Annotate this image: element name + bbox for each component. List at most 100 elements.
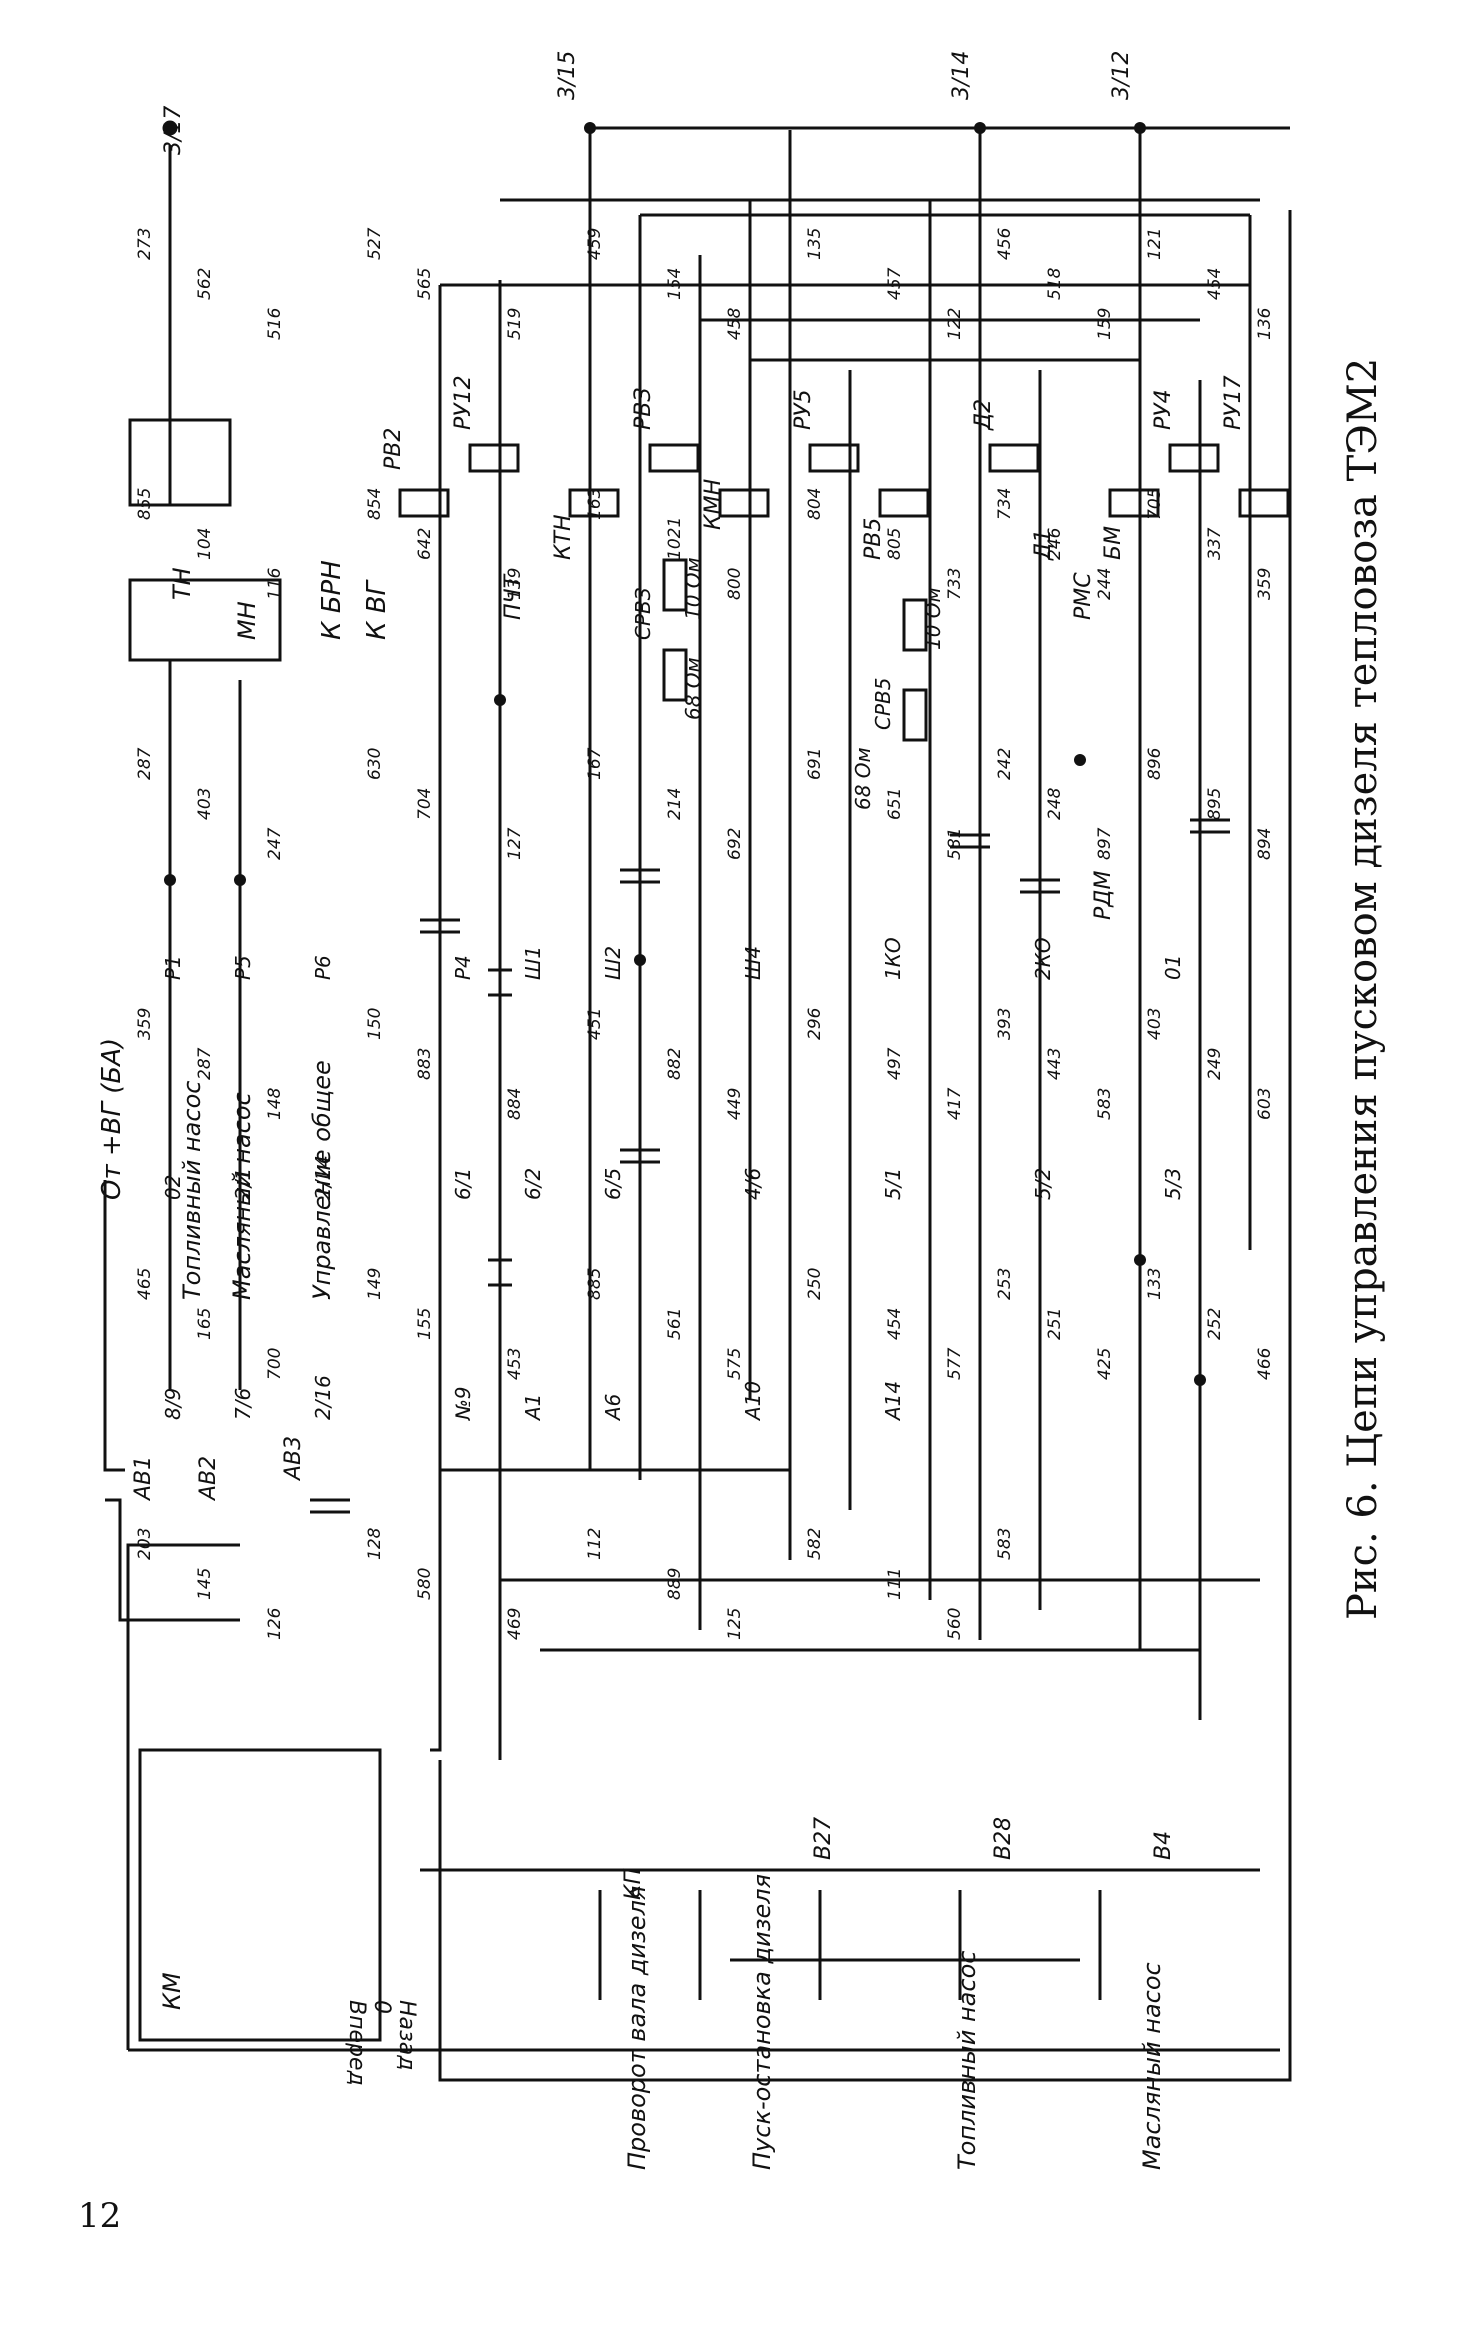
wire-label: 704 — [415, 788, 435, 820]
wire-label: 250 — [805, 1268, 825, 1300]
connector-label: 1КО — [881, 937, 905, 980]
wire-label: 705 — [1145, 488, 1165, 520]
connector-label: А10 — [741, 1381, 765, 1422]
connector-label: А6 — [601, 1394, 625, 1422]
oil-pump-motor: МН — [233, 601, 261, 640]
wire-label: 133 — [1145, 1268, 1165, 1300]
wire-label: 273 — [135, 228, 155, 260]
wire-label: 128 — [365, 1527, 385, 1560]
contact-pcht: ПЧТ — [501, 573, 526, 620]
km-label: КМ — [158, 1972, 186, 2010]
wire-label: 561 — [665, 1308, 685, 1340]
to-brn-label: К БРН — [317, 560, 347, 640]
connector-label: 5/2 — [1031, 1168, 1055, 1200]
connector-label: 01 — [1161, 955, 1185, 980]
wire-label: 111 — [885, 1568, 905, 1600]
km-back-label: Назад — [394, 2000, 419, 2070]
wire-label: 583 — [995, 1528, 1015, 1560]
wire-label: 456 — [995, 227, 1015, 260]
connector-label: Р4 — [451, 955, 475, 980]
wire-label: 127 — [505, 827, 525, 860]
wire-label: 139 — [505, 568, 525, 600]
wire-label: 242 — [995, 748, 1015, 780]
wire-label: 451 — [585, 1008, 605, 1040]
wire-label: 248 — [1045, 787, 1065, 820]
coil-d2: Д2 — [971, 399, 996, 431]
wire-label: 165 — [195, 1308, 215, 1340]
wire-label: 651 — [885, 788, 905, 820]
switch-start-stop-label: Пуск-остановка дизеля — [748, 1874, 776, 2170]
wire-label: 393 — [995, 1008, 1015, 1040]
switch-oil-label: Масляный насос — [1138, 1962, 1166, 2170]
wire-label: 425 — [1095, 1348, 1115, 1380]
wire-label: 894 — [1255, 828, 1275, 860]
wire-label: 337 — [1205, 527, 1225, 560]
wire-label: 251 — [1045, 1308, 1065, 1340]
connector-label: 2/14 — [311, 1155, 335, 1200]
wire-label: 249 — [1205, 1048, 1225, 1080]
wire-label: 203 — [135, 1528, 155, 1560]
wire-label: 159 — [1095, 308, 1115, 340]
wire-label: 167 — [585, 747, 605, 780]
wire-label: 453 — [505, 1348, 525, 1380]
wire-label: 126 — [265, 1607, 285, 1640]
coil-ru4: РУ4 — [1151, 389, 1176, 430]
resistor-10b: 10 Ом — [921, 587, 945, 650]
coil-ru5: РУ5 — [791, 389, 816, 430]
terminal-3-17: 3/17 — [161, 106, 186, 155]
wire-number-labels: 2735625165275655194591544581354571224565… — [135, 227, 1275, 1640]
connector-label: А14 — [881, 1381, 905, 1422]
wire-label: 580 — [415, 1568, 435, 1600]
resistor-68a: 68 Ом — [681, 657, 705, 720]
wire-label: 252 — [1205, 1308, 1225, 1340]
wire-label: 575 — [725, 1348, 745, 1380]
terminal-3-12: 3/12 — [1109, 51, 1134, 100]
wire-label: 145 — [195, 1568, 215, 1600]
sensor-rdm: РДМ — [1091, 871, 1116, 920]
coil-ru12: РУ12 — [451, 375, 476, 430]
connector-label: 5/3 — [1161, 1168, 1185, 1200]
connector-label: Ш4 — [741, 946, 765, 980]
sensor-rms: РМС — [1071, 572, 1096, 620]
resistor-10a: 10 Ом — [681, 557, 705, 620]
connector-label: 2/16 — [311, 1375, 335, 1420]
wire-label: 885 — [585, 1268, 605, 1300]
connector-label: А1 — [521, 1394, 545, 1422]
wire-label: 246 — [1045, 527, 1065, 560]
kp-label: КП — [621, 1868, 646, 1900]
km-forward-label: Вперед — [344, 2000, 369, 2086]
wire-label: 630 — [365, 748, 385, 780]
wire-label: 518 — [1045, 267, 1065, 300]
resistor-srv5: СРВ5 — [871, 678, 895, 730]
wire-label: 443 — [1045, 1048, 1065, 1080]
km-zero-label: 0 — [369, 2000, 394, 2014]
switch-fuel-label: Топливный насос — [953, 1951, 981, 2170]
coil-ktn: КТН — [551, 514, 576, 560]
wire-label: 359 — [135, 1008, 155, 1040]
control-general-label: Управление общее — [308, 1060, 336, 1300]
wire-label: 527 — [365, 227, 385, 260]
wire-label: 691 — [805, 748, 825, 780]
wire-label: 577 — [945, 1347, 965, 1380]
wire-label: 104 — [195, 528, 215, 560]
wire-label: 457 — [885, 267, 905, 300]
wire-label: 403 — [195, 788, 215, 820]
wire-label: 734 — [995, 488, 1015, 520]
switch-rotate-label: Проворот вала дизеля — [623, 1886, 651, 2170]
coil-rv5: РВ5 — [861, 518, 886, 560]
v27-label: В27 — [811, 1817, 836, 1860]
v28-label: В28 — [991, 1817, 1016, 1860]
connector-label: Р1 — [161, 955, 185, 980]
wire-label: 125 — [725, 1608, 745, 1640]
fuse-av2: АВ2 — [196, 1456, 221, 1502]
wire-label: 403 — [1145, 1008, 1165, 1040]
wire-label: 247 — [265, 827, 285, 860]
wire-label: 466 — [1255, 1347, 1275, 1380]
coil-rv2: РВ2 — [381, 428, 406, 470]
terminal-3-14: 3/14 — [949, 51, 974, 100]
wire-label: 560 — [945, 1608, 965, 1640]
to-vg-label: К ВГ — [362, 578, 392, 640]
wire-label: 581 — [945, 828, 965, 860]
